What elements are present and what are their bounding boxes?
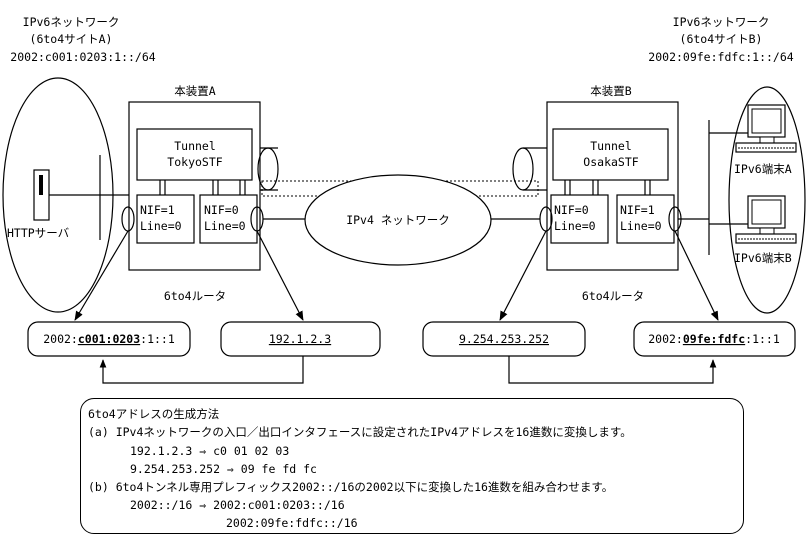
site-b-prefix: 2002:09fe:fdfc:1::/64: [648, 50, 793, 64]
note-step-b: (b) 6to4トンネル専用プレフィックス2002::/16の2002以下に変換…: [88, 480, 614, 494]
addr-box-a-ipv4: [220, 321, 381, 357]
tunnel-a-end: [257, 147, 279, 191]
note-step-a: (a) IPv4ネットワークの入口／出口インタフェースに設定されたIPv4アドレ…: [88, 425, 632, 439]
router-b-nif0-line: Line=0: [554, 219, 596, 233]
terminal-a-icon: [735, 104, 797, 153]
router-b-title: 本装置B: [590, 84, 631, 98]
note-combine-2: 2002:09fe:fdfc::/16: [226, 516, 358, 530]
arrow-a-wan: [256, 230, 304, 321]
site-a-subtitle: (6to4サイトA): [30, 32, 113, 46]
router-b-nif1-line: Line=0: [620, 219, 662, 233]
tunnel-b-label-2: OsakaSTF: [583, 155, 638, 169]
arrow-b-lan: [674, 230, 719, 321]
terminal-b-label: IPv6端末B: [734, 251, 792, 265]
router-b-nif0-label: NIF=0: [554, 203, 589, 217]
router-b-caption: 6to4ルータ: [582, 289, 644, 303]
note-combine-1: 2002::/16 ⇒ 2002:c001:0203::/16: [130, 498, 345, 512]
router-a-nif1-box: [136, 194, 195, 244]
addr-box-b-ipv4: [422, 321, 586, 357]
http-server-slot: [39, 175, 43, 195]
router-a-nif0-label: NIF=0: [204, 203, 239, 217]
tunnel-b-end: [512, 147, 534, 191]
router-b-nif1-label: NIF=1: [620, 203, 655, 217]
terminal-a-label: IPv6端末A: [734, 162, 792, 176]
addr-b-ipv6: 2002:09fe:fdfc:1::1: [648, 332, 780, 346]
tunnel-b-box: [552, 128, 669, 181]
site-b-title: IPv6ネットワーク: [673, 15, 770, 29]
addr-a-ipv4: 192.1.2.3: [269, 332, 331, 346]
tunnel-a-label-2: TokyoSTF: [167, 155, 222, 169]
router-b-box: [546, 101, 679, 271]
tunnel-a-label-1: Tunnel: [174, 139, 216, 153]
router-b-nif0-box: [550, 194, 609, 244]
tunnel-a-box: [136, 128, 253, 181]
router-a-caption: 6to4ルータ: [164, 289, 226, 303]
note-conversion-1: 192.1.2.3 ⇒ c0 01 02 03: [130, 444, 290, 458]
router-a-title: 本装置A: [174, 84, 215, 98]
derive-connector-b: [508, 356, 717, 384]
note-conversion-2: 9.254.253.252 ⇒ 09 fe fd fc: [130, 462, 317, 476]
arrow-a-lan: [74, 230, 129, 321]
http-server-label: HTTPサーバ: [7, 226, 70, 240]
site-a-prefix: 2002:c001:0203:1::/64: [10, 50, 155, 64]
addr-box-b-ipv6: [633, 321, 796, 357]
terminal-b-icon: [735, 195, 797, 244]
site-a-title: IPv6ネットワーク: [23, 15, 120, 29]
router-a-nif1-label: NIF=1: [140, 203, 175, 217]
addr-box-a-ipv6: [27, 321, 191, 357]
addr-a-ipv6: 2002:c001:0203:1::1: [43, 332, 175, 346]
note-heading: 6to4アドレスの生成方法: [88, 407, 220, 421]
derive-connector-a: [99, 356, 304, 384]
site-b-subtitle: (6to4サイトB): [680, 32, 763, 46]
addr-b-ipv4: 9.254.253.252: [459, 332, 549, 346]
generation-method-note: 6to4アドレスの生成方法 (a) IPv4ネットワークの入口／出口インタフェー…: [80, 398, 744, 534]
tunnel-b-label-1: Tunnel: [590, 139, 632, 153]
router-b-nif1-box: [616, 194, 675, 244]
router-a-nif1-line: Line=0: [140, 219, 182, 233]
router-a-nif0-line: Line=0: [204, 219, 246, 233]
arrow-b-wan: [499, 230, 547, 321]
site-b-ellipse: [728, 86, 806, 314]
router-a-nif0-box: [199, 194, 258, 244]
ipv4-network-ellipse: [304, 174, 492, 266]
ipv4-network-label: IPv4 ネットワーク: [346, 213, 450, 227]
